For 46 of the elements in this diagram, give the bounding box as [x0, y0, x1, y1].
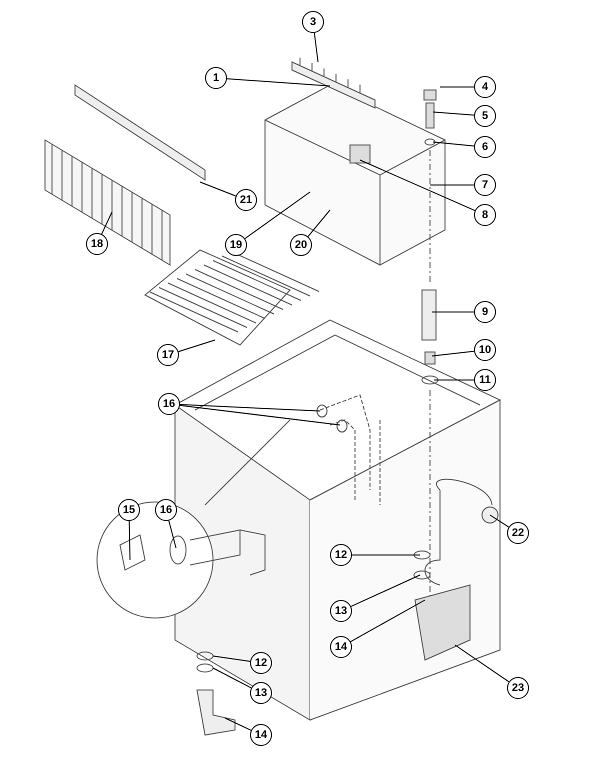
callout-number: 21	[235, 189, 257, 211]
callout-number: 10	[474, 339, 496, 361]
leader-line	[432, 142, 475, 146]
leader-line	[440, 86, 474, 88]
callout-number: 4	[474, 76, 496, 98]
callout-number: 18	[86, 233, 108, 255]
leader-line	[430, 184, 474, 186]
leader-line	[432, 350, 475, 356]
callout-number: 15	[118, 499, 140, 521]
leader-line	[101, 212, 112, 235]
callout-number: 13	[250, 682, 272, 704]
leader-line	[178, 340, 216, 352]
callout-number: 1	[205, 67, 227, 89]
leader-line	[352, 554, 420, 556]
callout-number: 6	[474, 136, 496, 158]
callout-number: 7	[474, 174, 496, 196]
leader-line	[360, 160, 476, 212]
leader-line	[128, 520, 130, 560]
leader-line	[200, 182, 236, 196]
leader-line	[454, 644, 510, 682]
callout-number: 19	[225, 234, 247, 256]
callout-number: 17	[157, 344, 179, 366]
leader-line	[212, 656, 251, 662]
leader-line	[180, 404, 320, 412]
leader-line	[168, 520, 176, 548]
leader-line	[224, 718, 252, 731]
leader-line	[308, 210, 330, 238]
leader-line	[432, 112, 475, 116]
callout-number: 3	[302, 11, 324, 33]
callout-number: 22	[507, 522, 529, 544]
leader-line	[350, 574, 420, 607]
leader-line	[179, 404, 340, 426]
callout-number: 14	[250, 724, 272, 746]
callout-number: 16	[158, 393, 180, 415]
callout-number: 8	[474, 204, 496, 226]
leader-line	[226, 78, 330, 86]
callout-number: 5	[474, 105, 496, 127]
leader-line	[244, 192, 310, 240]
callout-number: 23	[507, 677, 529, 699]
leader-line	[490, 514, 510, 528]
leader-line	[314, 32, 318, 62]
callout-number: 11	[474, 369, 496, 391]
leader-line	[212, 668, 252, 688]
leader-line	[350, 600, 426, 642]
callout-number: 9	[474, 301, 496, 323]
callout-number: 20	[290, 234, 312, 256]
